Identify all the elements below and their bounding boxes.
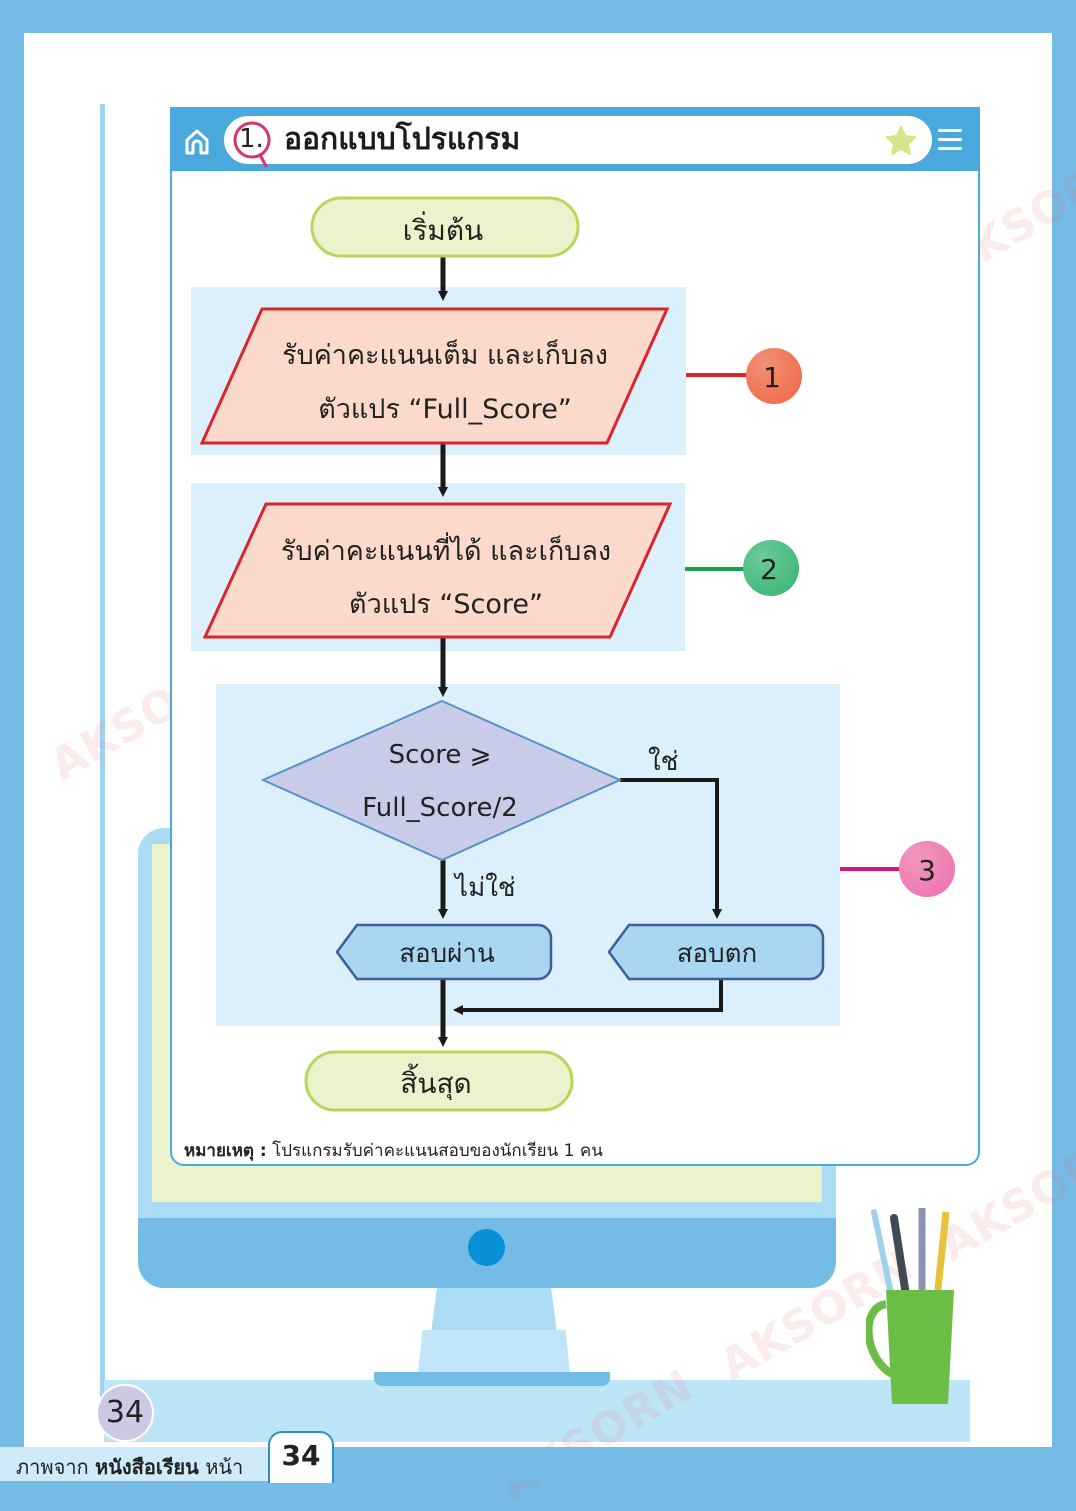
start-label: เริ่มต้น: [403, 211, 483, 247]
end-label: สิ้นสุด: [400, 1063, 472, 1101]
output-fail-label: สอบตก: [677, 939, 758, 969]
note: หมายเหตุ : โปรแกรมรับค่าคะแนนสอบของนักเร…: [184, 1137, 603, 1164]
footer: ภาพจาก หนังสือเรียน หน้า 34: [0, 1431, 1076, 1483]
input1-line1: รับค่าคะแนนเต็ม และเก็บลง: [282, 337, 608, 371]
note-text: โปรแกรมรับค่าคะแนนสอบของนักเรียน 1 คน: [272, 1141, 603, 1161]
note-label: หมายเหตุ :: [184, 1141, 267, 1161]
callout-3-shine: [899, 841, 955, 897]
callout-1-shine: [746, 348, 802, 404]
output-pass-display: [335, 923, 553, 981]
start-terminal: [310, 196, 580, 258]
footer-prefix: ภาพจาก: [16, 1455, 89, 1479]
callout-2-number: 2: [760, 553, 778, 586]
footer-book: หนังสือเรียน: [95, 1455, 199, 1479]
margin-line: [100, 104, 105, 1404]
home-icon[interactable]: [182, 127, 212, 157]
arrow-yes-branch: [620, 778, 722, 919]
callout-2-shine: [743, 540, 799, 596]
callout-3-number: 3: [918, 854, 936, 887]
monitor-stand-base: [374, 1372, 610, 1386]
footer-page-number: 34: [268, 1431, 334, 1483]
input2-line2: ตัวแปร “Score”: [349, 589, 543, 620]
monitor-power-button: [468, 1229, 505, 1266]
menu-icon[interactable]: [938, 129, 962, 151]
decision-line1: Score ⩾: [389, 740, 492, 770]
input1-line2: ตัวแปร “Full_Score”: [318, 394, 572, 425]
decision-diamond: [260, 699, 623, 862]
output-pass-label: สอบผ่าน: [399, 939, 495, 969]
page-title: ออกแบบโปรแกรม: [284, 122, 521, 157]
magnifier-number-icon: 1.: [233, 121, 271, 168]
desk: [104, 1380, 970, 1442]
monitor-stand-lower: [418, 1330, 570, 1372]
page-number-badge: 34: [96, 1384, 154, 1442]
decision-line2: Full_Score/2: [362, 793, 518, 823]
input2-parallelogram: [202, 502, 673, 639]
input2-line1: รับค่าคะแนนที่ได้ และเก็บลง: [281, 532, 611, 567]
card-header: 1. ออกแบบโปรแกรม: [172, 107, 978, 171]
title-bar: 1. ออกแบบโปรแกรม: [224, 116, 932, 168]
pencil-cup-illustration: [864, 1194, 976, 1408]
footer-caption: ภาพจาก หนังสือเรียน หน้า: [16, 1451, 243, 1483]
output-fail-display: [607, 923, 825, 981]
footer-caption-area: ภาพจาก หนังสือเรียน หน้า: [0, 1447, 268, 1481]
question-number: 1.: [239, 124, 264, 154]
input1-parallelogram: [199, 307, 670, 445]
yes-label: ใช่: [648, 747, 678, 777]
no-label: ไม่ใช่: [453, 872, 516, 903]
callout-1-number: 1: [763, 361, 781, 394]
footer-page-word: หน้า: [205, 1455, 244, 1479]
end-terminal: [304, 1050, 574, 1112]
star-icon[interactable]: [884, 124, 918, 158]
arrow-fail-merge: [453, 980, 723, 1015]
